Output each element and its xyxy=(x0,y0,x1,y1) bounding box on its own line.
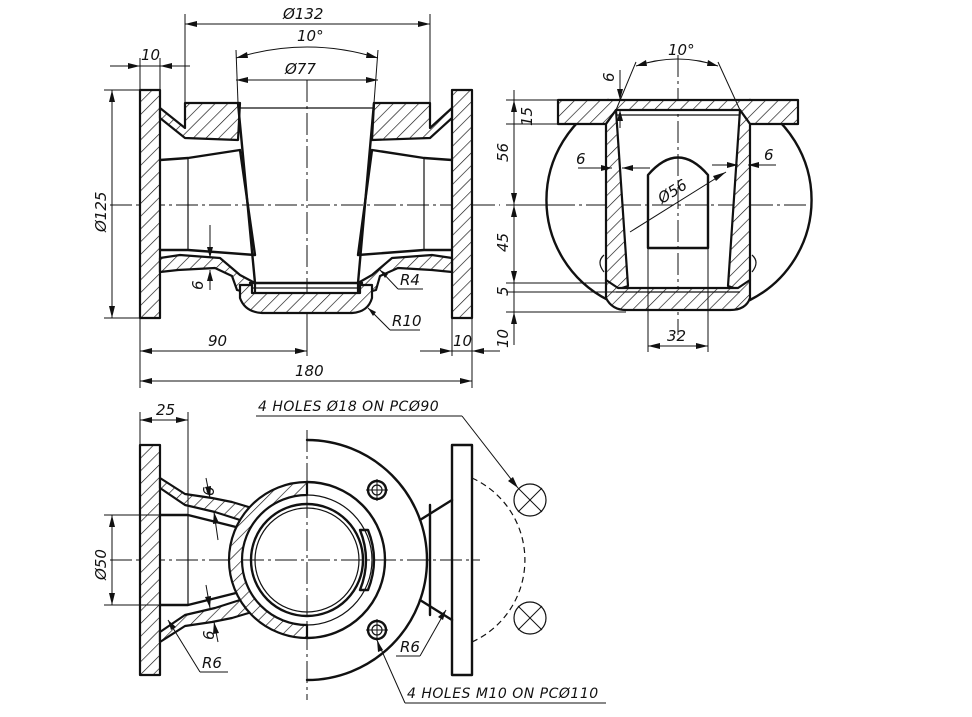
front-view: Ø132 10° Ø77 10 Ø125 6 xyxy=(92,5,500,388)
label-w10-left: 10 xyxy=(141,46,160,64)
side-bottom-section xyxy=(604,278,752,312)
side-top-flange-section xyxy=(556,98,800,126)
label-l90: 90 xyxy=(208,332,227,350)
label-h45: 45 xyxy=(494,233,512,252)
upper-left-wall-section xyxy=(158,101,242,142)
label-r6-right: R6 xyxy=(400,638,420,656)
label-t6-front: 6 xyxy=(189,280,207,290)
side-left-wall-section xyxy=(604,108,630,292)
label-d50: Ø50 xyxy=(92,549,110,581)
label-ang10-side: 10° xyxy=(668,41,695,59)
label-d56: Ø56 xyxy=(654,176,691,208)
upper-right-wall-section xyxy=(370,101,454,142)
flange-hole-top xyxy=(513,483,547,517)
label-r10: R10 xyxy=(392,312,422,330)
label-d77: Ø77 xyxy=(284,60,316,78)
label-t6-side-left: 6 xyxy=(576,150,586,168)
side-view: 10° 6 15 56 45 5 10 6 6 xyxy=(494,41,813,352)
label-h56: 56 xyxy=(494,143,512,162)
tapped-hole-top xyxy=(366,479,388,501)
label-r6-left: R6 xyxy=(202,654,222,672)
plan-upper-neck-section xyxy=(158,476,254,522)
bottom-wall-section xyxy=(238,283,374,315)
note-holes-top: 4 HOLES Ø18 ON PCØ90 xyxy=(258,399,439,415)
plan-left-flange-section xyxy=(138,443,162,677)
plan-view: 25 6 Ø50 6 R6 R6 4 HOLES Ø18 O xyxy=(92,399,606,704)
label-w10-right: 10 xyxy=(453,332,472,350)
label-ang10-front: 10° xyxy=(297,27,324,45)
label-h5: 5 xyxy=(494,286,512,296)
label-l180: 180 xyxy=(295,362,324,380)
label-t6-plan-bottom: 6 xyxy=(200,630,218,640)
label-d125: Ø125 xyxy=(92,192,110,233)
label-t6-side-top: 6 xyxy=(600,72,618,82)
right-flange-section xyxy=(450,88,474,320)
side-right-wall-section xyxy=(726,108,752,292)
plan-right-flange xyxy=(450,443,474,677)
left-flange-section xyxy=(138,88,162,320)
label-w32: 32 xyxy=(667,327,686,345)
label-h10: 10 xyxy=(494,329,512,348)
label-w25: 25 xyxy=(156,401,175,419)
tapped-hole-bottom xyxy=(366,619,388,641)
label-t6-plan-top: 6 xyxy=(200,486,218,496)
plan-lower-neck-section xyxy=(158,598,254,644)
flange-hole-bottom xyxy=(513,601,547,635)
label-t6-side-right: 6 xyxy=(764,146,774,164)
note-holes-bottom: 4 HOLES M10 ON PCØ110 xyxy=(407,686,599,702)
label-d132: Ø132 xyxy=(282,5,323,23)
label-r4: R4 xyxy=(400,271,420,289)
label-h15: 15 xyxy=(518,107,536,126)
